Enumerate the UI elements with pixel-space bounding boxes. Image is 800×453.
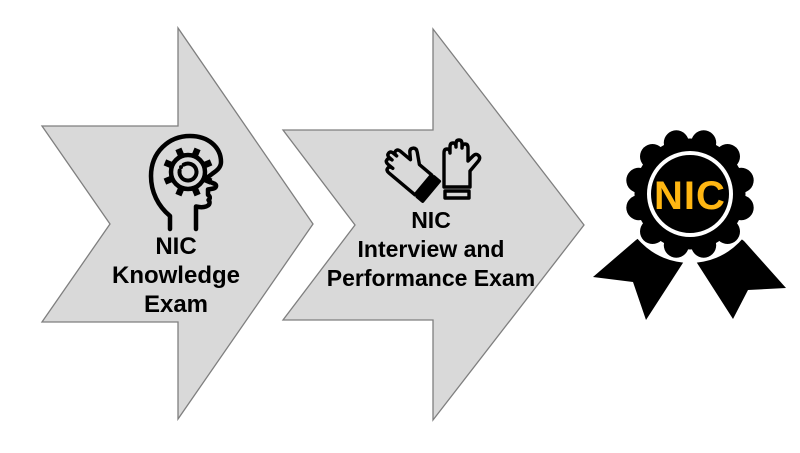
arrow-knowledge-exam: [40, 25, 314, 422]
badge-label: NIC: [654, 174, 726, 218]
arrow-interview-performance-exam: [281, 27, 585, 422]
step-1-line-3: Exam: [143, 291, 209, 318]
step-1-line-1: NIC: [155, 233, 197, 260]
step-2-label: NIC Interview and Performance Exam: [321, 206, 541, 293]
step-2-line-1: NIC: [411, 207, 451, 233]
gloves-hands-icon: [384, 138, 482, 203]
award-ribbon-icon: [593, 125, 786, 320]
rosette-ring: [647, 151, 733, 237]
step-1-label: NIC Knowledge Exam: [66, 232, 286, 319]
step-2-line-2: Interview and: [357, 236, 505, 262]
step-1-line-2: Knowledge: [111, 262, 240, 289]
step-2-line-3: Performance Exam: [326, 265, 536, 291]
head-gear-icon: [148, 133, 224, 232]
